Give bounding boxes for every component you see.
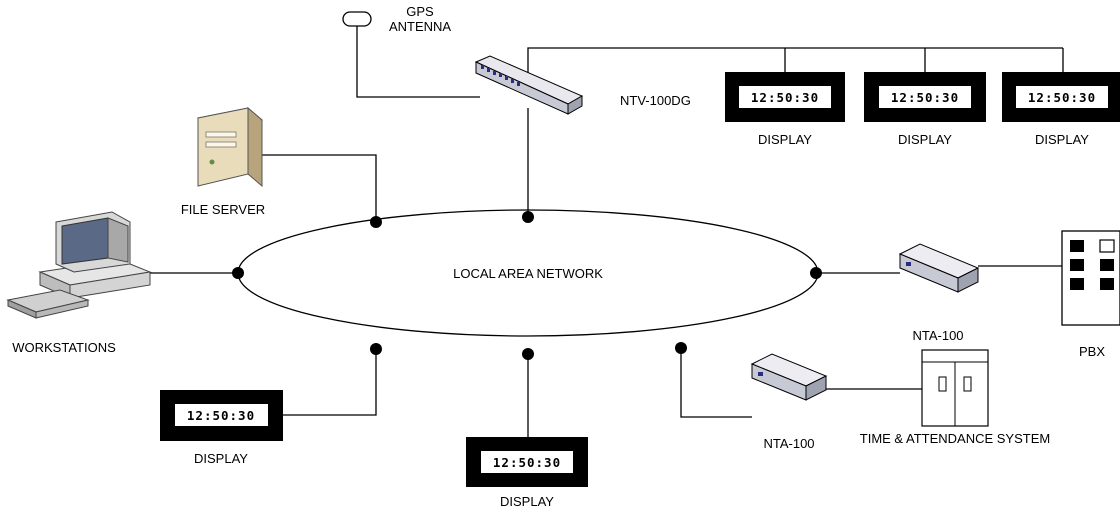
file-server-label: FILE SERVER [181,202,265,217]
display-screen [175,404,268,426]
display-left-link [283,349,377,416]
display-time: 12:50:30 [891,90,959,105]
display-top-2: 12:50:30 DISPLAY [864,72,986,147]
nta-right-label: NTA-100 [912,328,963,343]
computer-icon [6,211,152,319]
nta-right: NTA-100 [898,243,980,343]
display-bottom-center: 12:50:30 DISPLAY [466,437,588,509]
junction-dot [522,211,534,223]
junction-dot [370,343,382,355]
connection-lines [148,26,1064,437]
junction-dot [522,348,534,360]
display-screen [481,451,573,473]
display-bottom-left: 12:50:30 DISPLAY [160,390,283,466]
lan-label: LOCAL AREA NETWORK [453,266,603,281]
file-server-link [262,154,377,222]
display-top-1: 12:50:30 DISPLAY [725,72,845,147]
display-screen [879,86,971,108]
gps-label: GPS [406,4,434,19]
workstation: WORKSTATIONS [6,211,152,355]
pbx-label: PBX [1079,344,1105,359]
pbx: PBX [1061,230,1120,359]
nta-bottom-label: NTA-100 [763,436,814,451]
pbx-key [1070,240,1084,252]
junction-dot [810,267,822,279]
network-adapter-icon [750,353,828,401]
display-time: 12:50:30 [751,90,819,105]
file-server: FILE SERVER [181,106,265,217]
display-bus [527,47,1063,79]
server-icon [196,106,264,188]
display-label: DISPLAY [1035,132,1089,147]
antenna-label: ANTENNA [389,19,451,34]
pbx-key [1099,239,1115,253]
pbx-key [1070,259,1084,271]
ntv-label: NTV-100DG [620,93,691,108]
junction-dot [232,267,244,279]
network-switch-icon [474,55,584,115]
workstations-label: WORKSTATIONS [12,340,116,355]
junction-dot [675,342,687,354]
nta-bottom-link [680,348,752,418]
display-time: 12:50:30 [493,455,561,470]
display-time: 12:50:30 [187,408,255,423]
pbx-key [1100,259,1114,271]
display-screen [739,86,831,108]
pbx-key [1070,278,1084,290]
nta-bottom: NTA-100 [750,353,828,451]
gps-antenna: GPS ANTENNA [342,4,451,34]
display-screen [1016,86,1108,108]
antenna-cable [356,26,480,98]
ntv-switch: NTV-100DG [474,55,691,115]
junction-dot [370,216,382,228]
display-label: DISPLAY [758,132,812,147]
display-label: DISPLAY [500,494,554,509]
time-clock-icon [921,349,989,427]
display-label: DISPLAY [898,132,952,147]
pbx-key [1100,278,1114,290]
network-adapter-icon [898,243,980,293]
time-attendance-label: TIME & ATTENDANCE SYSTEM [860,431,1050,446]
display-top-3: 12:50:30 DISPLAY [1002,72,1120,147]
display-time: 12:50:30 [1028,90,1096,105]
junction-dots [232,211,822,360]
display-label: DISPLAY [194,451,248,466]
time-attendance: TIME & ATTENDANCE SYSTEM [860,349,1050,446]
antenna-icon [342,11,372,27]
